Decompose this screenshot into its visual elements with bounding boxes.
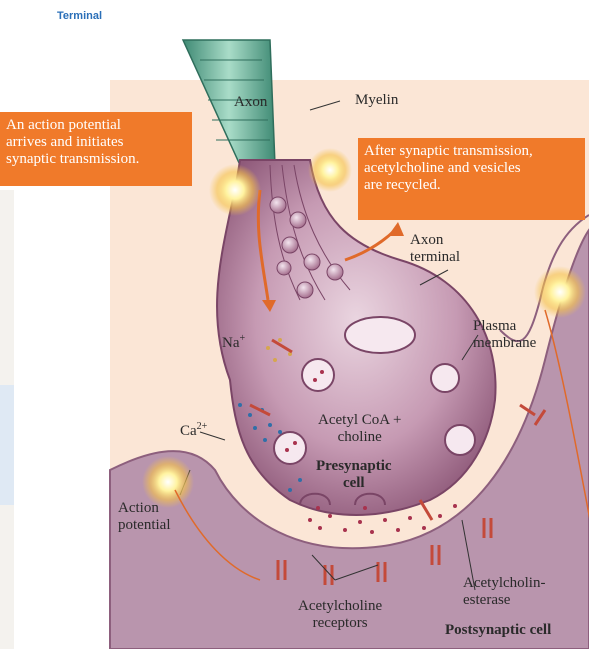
- action-potential-burst-left: [209, 164, 261, 216]
- label-presynaptic-cell: Presynaptic cell: [316, 458, 392, 492]
- label-presynaptic-cell-line-1: Presynaptic: [316, 458, 392, 475]
- callout-recycling: After synaptic transmission, acetylcholi…: [358, 138, 585, 220]
- label-acetylcholinesterase-line-1: Acetylcholin-: [463, 575, 545, 592]
- label-acetyl-coa-line-1: Acetyl CoA +: [318, 412, 401, 429]
- label-calcium: Ca2+: [180, 418, 207, 440]
- label-plasma-membrane-line-2: membrane: [473, 335, 536, 352]
- label-acetylcholine-receptors: Acetylcholine receptors: [298, 598, 382, 632]
- action-potential-burst-right: [308, 148, 352, 192]
- label-sodium-symbol: Na: [222, 335, 240, 351]
- callout-left-line-1: An action potential: [6, 117, 186, 134]
- label-postsynaptic-cell: Postsynaptic cell: [445, 622, 551, 639]
- label-calcium-symbol: Ca: [180, 423, 197, 439]
- label-calcium-charge: 2+: [197, 421, 208, 432]
- label-acetyl-coa-line-2: choline: [318, 429, 401, 446]
- label-sodium: Na+: [222, 330, 245, 352]
- callout-action-potential: An action potential arrives and initiate…: [0, 112, 192, 186]
- label-axon-terminal: Axon terminal: [410, 232, 460, 266]
- callout-left-line-2: arrives and initiates: [6, 134, 186, 151]
- label-sodium-charge: +: [240, 333, 246, 344]
- label-acetyl-coa: Acetyl CoA + choline: [318, 412, 401, 446]
- label-acetylcholinesterase-line-2: esterase: [463, 592, 545, 609]
- left-strip-blue: [0, 385, 14, 505]
- label-action-potential-line-2: potential: [118, 517, 171, 534]
- header-title: Terminal: [57, 10, 102, 22]
- label-axon-terminal-line-2: terminal: [410, 249, 460, 266]
- label-plasma-membrane-line-1: Plasma: [473, 318, 536, 335]
- label-myelin: Myelin: [355, 92, 398, 109]
- label-acetylcholine-receptors-line-2: receptors: [298, 615, 382, 632]
- label-plasma-membrane: Plasma membrane: [473, 318, 536, 352]
- label-action-potential: Action potential: [118, 500, 171, 534]
- label-action-potential-line-1: Action: [118, 500, 171, 517]
- callout-left-line-3: synaptic transmission.: [6, 151, 186, 168]
- label-axon-terminal-line-1: Axon: [410, 232, 460, 249]
- label-axon: Axon: [234, 94, 267, 111]
- label-presynaptic-cell-line-2: cell: [316, 475, 392, 492]
- callout-right-line-2: acetylcholine and vesicles: [364, 160, 579, 177]
- callout-right-line-3: are recycled.: [364, 177, 579, 194]
- action-potential-burst-edge: [534, 266, 586, 318]
- label-acetylcholinesterase: Acetylcholin- esterase: [463, 575, 545, 609]
- callout-right-line-1: After synaptic transmission,: [364, 143, 579, 160]
- label-acetylcholine-receptors-line-1: Acetylcholine: [298, 598, 382, 615]
